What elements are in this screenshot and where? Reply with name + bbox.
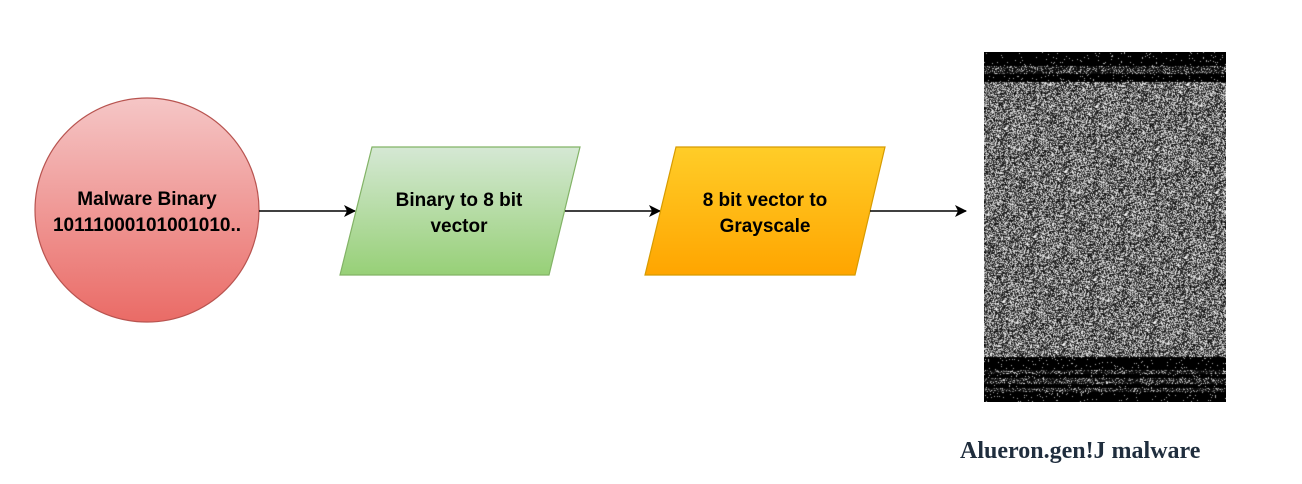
vector-to-grayscale-shape [644, 146, 886, 276]
vector-to-grayscale-label-line2: Grayscale [720, 216, 811, 237]
vector-to-grayscale-node: 8 bit vector to Grayscale [644, 146, 886, 276]
binary-to-vector-label-line2: vector [430, 216, 488, 237]
malware-binary-circle [34, 97, 260, 323]
vector-to-grayscale-label-line1: 8 bit vector to [703, 190, 828, 211]
malware-binary-node: Malware Binary 10111000101001010.. [34, 97, 260, 323]
output-caption: Alueron.gen!J malware [960, 438, 1201, 464]
grayscale-malware-image [984, 52, 1226, 402]
malware-binary-label-line1: Malware Binary [77, 189, 217, 210]
binary-to-vector-node: Binary to 8 bit vector [339, 146, 581, 276]
malware-binary-label-line2: 10111000101001010.. [53, 215, 241, 236]
binary-to-vector-shape [339, 146, 581, 276]
binary-to-vector-label-line1: Binary to 8 bit [396, 190, 523, 211]
